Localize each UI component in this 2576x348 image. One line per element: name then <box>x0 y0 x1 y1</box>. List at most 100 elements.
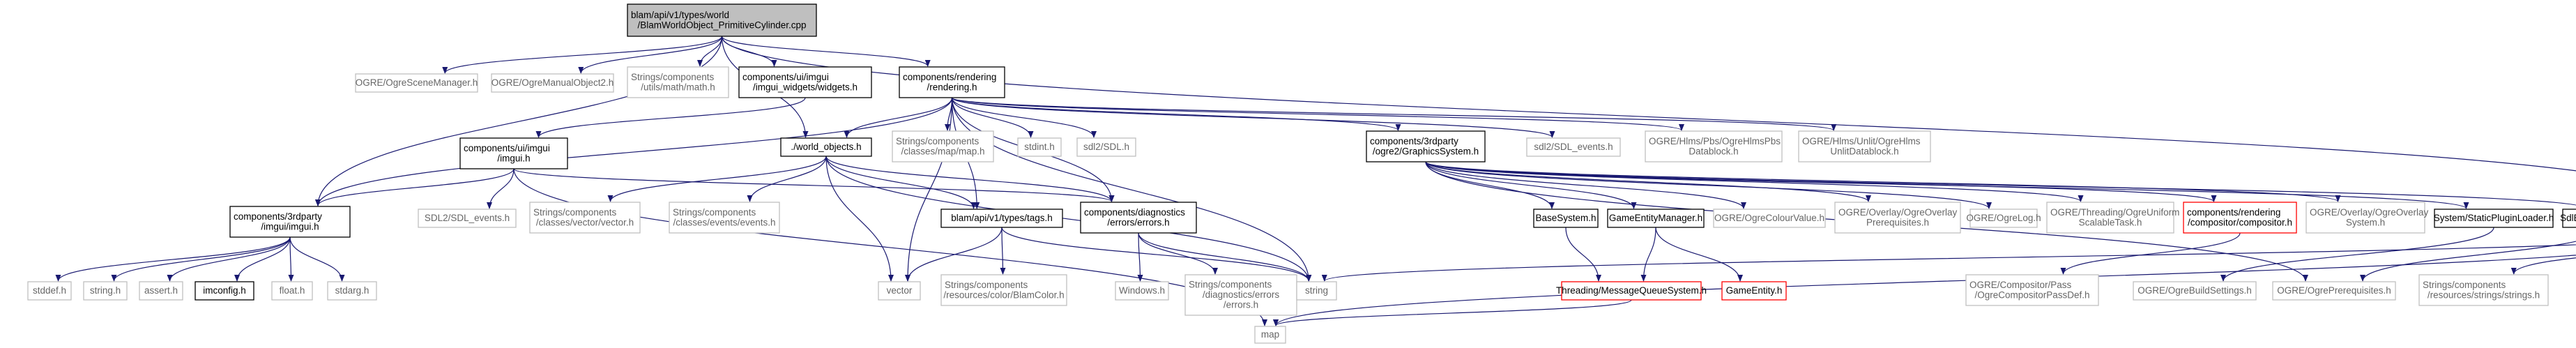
graph-node-graphics[interactable]: components/3rdparty/ogre2/GraphicsSystem… <box>1366 130 1486 162</box>
dependency-edge <box>1425 161 1992 209</box>
graph-node-world-objects[interactable]: ./world_objects.h <box>780 137 872 157</box>
node-label: Strings/components <box>673 207 756 218</box>
node-box <box>2133 281 2257 301</box>
dependency-edge <box>1322 244 2576 282</box>
dependency-edge <box>1425 161 2084 202</box>
node-box <box>1366 130 1486 162</box>
graph-node-basesystem[interactable]: BaseSystem.h <box>1533 209 1599 228</box>
dependency-edge <box>825 156 1115 202</box>
graph-node-sdlemu[interactable]: SdlEmulationLayer.h <box>2560 209 2576 228</box>
node-box <box>899 66 1005 98</box>
graph-node-ui-imgui[interactable]: components/ui/imgui/imgui.h <box>459 137 568 169</box>
node-box <box>1296 281 1337 301</box>
node-box <box>83 281 128 301</box>
node-label: System.h <box>2346 217 2385 227</box>
dependency-edge <box>951 97 1097 138</box>
graph-node-vectorvector: Strings/components/classes/vector/vector… <box>529 202 641 234</box>
node-label: /compositor/compositor.h <box>2188 217 2292 227</box>
dependency-edge <box>951 97 1034 138</box>
graph-node-rendering[interactable]: components/rendering/rendering.h <box>899 66 1005 98</box>
dependency-edge <box>1565 227 1601 282</box>
node-label: SdlEmulationLayer.h <box>2560 213 2576 223</box>
graph-node-ogreprereq: OGRE/OgrePrerequisites.h <box>2272 281 2396 301</box>
node-box <box>271 281 313 301</box>
node-label: /ogre2/GraphicsSystem.h <box>1373 146 1479 156</box>
node-box <box>2046 202 2174 234</box>
graph-node-widgets[interactable]: components/ui/imgui/imgui_widgets/widget… <box>738 66 872 98</box>
node-label: blam/api/v1/types/world <box>631 10 729 20</box>
graph-node-gem[interactable]: GameEntityManager.h <box>1607 209 1705 228</box>
node-label: System/StaticPluginLoader.h <box>2434 213 2554 223</box>
graph-node-manualobj: OGRE/OgreManualObject2.h <box>491 73 614 93</box>
dependency-edge <box>721 36 2576 172</box>
graph-node-mqs[interactable]: Threading/MessageQueueSystem.h <box>1556 281 1707 301</box>
node-label: sdl2/SDL.h <box>1083 142 1129 152</box>
node-box <box>627 3 817 37</box>
node-box <box>1561 281 1702 301</box>
graph-node-imgui[interactable]: components/3rdparty/imgui/imgui.h <box>229 206 351 238</box>
node-label: string.h <box>90 285 121 296</box>
node-label: GameEntityManager.h <box>1609 213 1702 223</box>
dependency-edge <box>1000 227 1006 275</box>
node-label: /classes/map/map.h <box>901 146 984 156</box>
node-box <box>327 281 377 301</box>
graph-node-SDL2-events: SDL2/SDL_events.h <box>418 209 517 228</box>
node-label: Strings/components <box>1189 280 1272 290</box>
node-label: /imgui_widgets/widgets.h <box>753 82 858 92</box>
dependency-edge <box>55 236 291 282</box>
dependency-edge <box>1425 161 1746 209</box>
node-label: /imgui/imgui.h <box>261 221 319 232</box>
graph-node-scenemgr: OGRE/OgreSceneManager.h <box>355 73 478 93</box>
graph-node-staticplugin[interactable]: System/StaticPluginLoader.h <box>2434 209 2554 228</box>
graph-node-gameentity[interactable]: GameEntity.h <box>1721 281 1787 301</box>
graph-node-map: map <box>1254 326 1286 344</box>
graph-node-sdl-events: sdl2/SDL_events.h <box>1526 137 1621 157</box>
graph-node-string: string <box>1296 281 1337 301</box>
graph-node-blamcolor: Strings/components/resources/color/BlamC… <box>940 274 1067 306</box>
graph-node-buildsettings: OGRE/OgreBuildSettings.h <box>2133 281 2257 301</box>
node-label: OGRE/Overlay/OgreOverlay <box>1838 207 1958 218</box>
node-label: /diagnostics/errors <box>1203 289 1280 300</box>
dependency-edge <box>825 156 894 282</box>
graph-node-imconfig[interactable]: imconfig.h <box>195 281 254 301</box>
dependency-edge <box>1273 255 2576 326</box>
graph-node-windows: Windows.h <box>1115 281 1169 301</box>
node-box <box>139 281 183 301</box>
graph-node-errors[interactable]: components/diagnostics/errors/errors.h <box>1080 202 1197 234</box>
dependency-edge <box>951 97 1312 282</box>
node-box <box>1017 137 1062 157</box>
graph-node-root[interactable]: blam/api/v1/types/world/BlamWorldObject_… <box>627 3 817 37</box>
graph-node-tags[interactable]: blam/api/v1/types/tags.h <box>940 209 1063 228</box>
node-label: imconfig.h <box>203 285 246 296</box>
graph-node-ogrelog: OGRE/OgreLog.h <box>1966 209 2041 228</box>
dependency-edge <box>721 36 931 67</box>
node-label: OGRE/OgreColourValue.h <box>1714 213 1824 223</box>
dependency-edge <box>951 97 1836 131</box>
node-box <box>2562 209 2576 228</box>
dependency-edge <box>905 227 1003 282</box>
node-label: UnlitDatablock.h <box>1830 146 1898 156</box>
node-box <box>1254 326 1286 344</box>
node-box <box>780 137 872 157</box>
dependency-edge <box>315 97 953 206</box>
dependency-edge <box>1655 227 1743 282</box>
node-box <box>940 274 1067 306</box>
node-box <box>1798 130 1931 162</box>
node-label: /resources/strings/strings.h <box>2428 289 2540 300</box>
node-label: OGRE/OgreBuildSettings.h <box>2137 285 2252 296</box>
dependency-edge <box>167 236 291 282</box>
graph-node-string-h: string.h <box>83 281 128 301</box>
node-label: map <box>1261 329 1279 340</box>
node-box <box>1184 274 1297 316</box>
dependency-edge <box>578 36 723 74</box>
node-box <box>892 130 994 162</box>
graph-node-compositor[interactable]: components/rendering/compositor/composit… <box>2183 202 2297 234</box>
dependency-edge <box>844 97 953 138</box>
node-box <box>1969 209 2038 228</box>
dependency-edge <box>1425 161 1637 209</box>
dependency-edge <box>289 236 345 282</box>
